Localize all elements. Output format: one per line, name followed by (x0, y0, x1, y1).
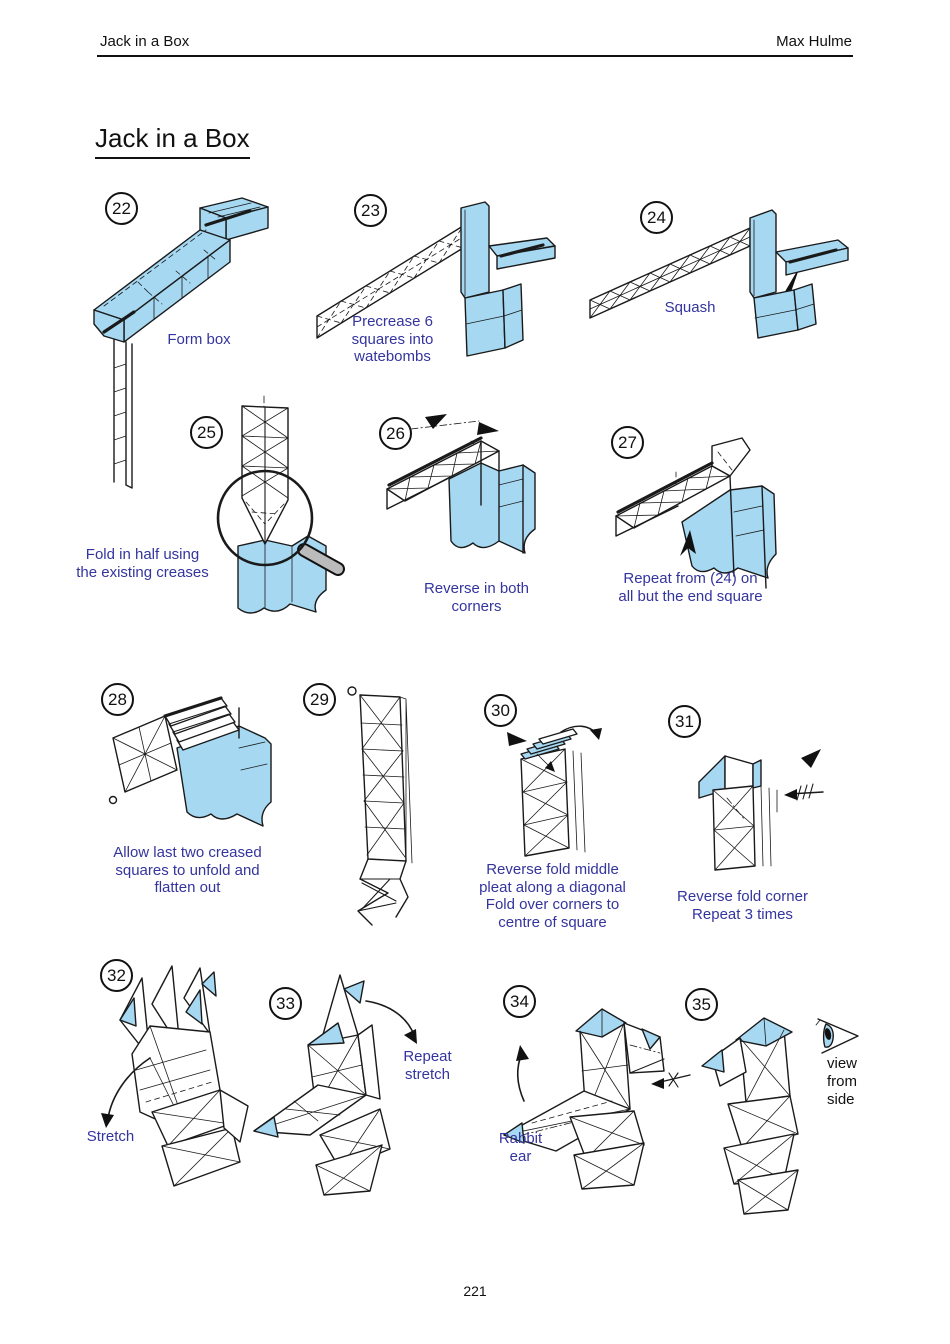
rotate-arrow-icon (590, 728, 602, 740)
step-30-diagram (507, 725, 602, 857)
step-27-number-badge: 27 (611, 426, 644, 459)
step-33-diagram (253, 974, 417, 1196)
step-26-caption: Reverse in both corners (423, 580, 530, 615)
step-22-caption: Form box (167, 331, 231, 348)
step-34-caption: Rabbit ear (498, 1130, 543, 1165)
step-27-caption: Repeat from (24) on all but the end squa… (618, 570, 763, 605)
magnifier-icon (216, 469, 345, 576)
step-35-number-badge: 35 (685, 988, 718, 1021)
step-24-caption: Squash (664, 299, 716, 316)
step-28-number-badge: 28 (101, 683, 134, 716)
page-title: Jack in a Box (95, 123, 250, 159)
step-29-diagram (347, 686, 413, 926)
rabbit-ear-arrow-icon (516, 1045, 529, 1061)
step-34-number-badge: 34 (503, 985, 536, 1018)
step-30-caption: Reverse fold middle pleat along a diagon… (479, 861, 626, 931)
step-22-diagram (93, 197, 269, 489)
step-23-number-badge: 23 (354, 194, 387, 227)
step-31-caption: Reverse fold corner Repeat 3 times (677, 888, 808, 923)
step-35-diagram (701, 1017, 799, 1215)
step-26-diagram (386, 414, 536, 554)
step-24-diagram (589, 209, 849, 339)
step-30-number-badge: 30 (484, 694, 517, 727)
step-24-number-badge: 24 (640, 201, 673, 234)
eye-icon (815, 1018, 859, 1054)
step-33-caption: Repeat stretch (403, 1048, 452, 1083)
step-29-number-badge: 29 (303, 683, 336, 716)
view-from-side-note: view from side (827, 1055, 858, 1108)
solid-fold-arrow-icon (425, 414, 447, 429)
step-31-number-badge: 31 (668, 705, 701, 738)
step-25-caption: Fold in half using the existing creases (76, 546, 209, 581)
step-25-number-badge: 25 (190, 416, 223, 449)
step-23-diagram (316, 201, 556, 357)
solid-fold-arrow-icon (545, 761, 555, 772)
step-31-diagram (698, 749, 824, 871)
header-rule (97, 55, 853, 57)
step-33-number-badge: 33 (269, 987, 302, 1020)
step-32-number-badge: 32 (100, 959, 133, 992)
step-28-diagram (108, 696, 272, 827)
solid-fold-arrow-icon (680, 530, 696, 556)
step-23-caption: Precrease 6 squares into watebombs (351, 313, 434, 366)
header-author: Max Hulme (776, 33, 852, 50)
solid-fold-arrow-icon (507, 732, 527, 746)
page-number: 221 (463, 1283, 487, 1299)
step-27-diagram (615, 437, 777, 589)
stretch-arrow-icon (404, 1029, 417, 1044)
arrow-with-x-hatch-icon (651, 1072, 691, 1089)
arrow-with-3-hatches-icon (784, 783, 824, 801)
step-32-diagram (101, 965, 249, 1187)
header-book-title: Jack in a Box (100, 33, 190, 50)
step-32-caption: Stretch (86, 1128, 135, 1145)
step-25-diagram (216, 395, 345, 614)
stretch-arrow-icon (101, 1113, 114, 1128)
step-34-diagram (503, 1008, 691, 1190)
step-22-number-badge: 22 (105, 192, 138, 225)
solid-fold-arrow-icon (477, 422, 499, 435)
step-26-number-badge: 26 (379, 417, 412, 450)
solid-fold-arrow-icon (801, 749, 821, 768)
step-28-caption: Allow last two creased squares to unfold… (113, 844, 262, 897)
